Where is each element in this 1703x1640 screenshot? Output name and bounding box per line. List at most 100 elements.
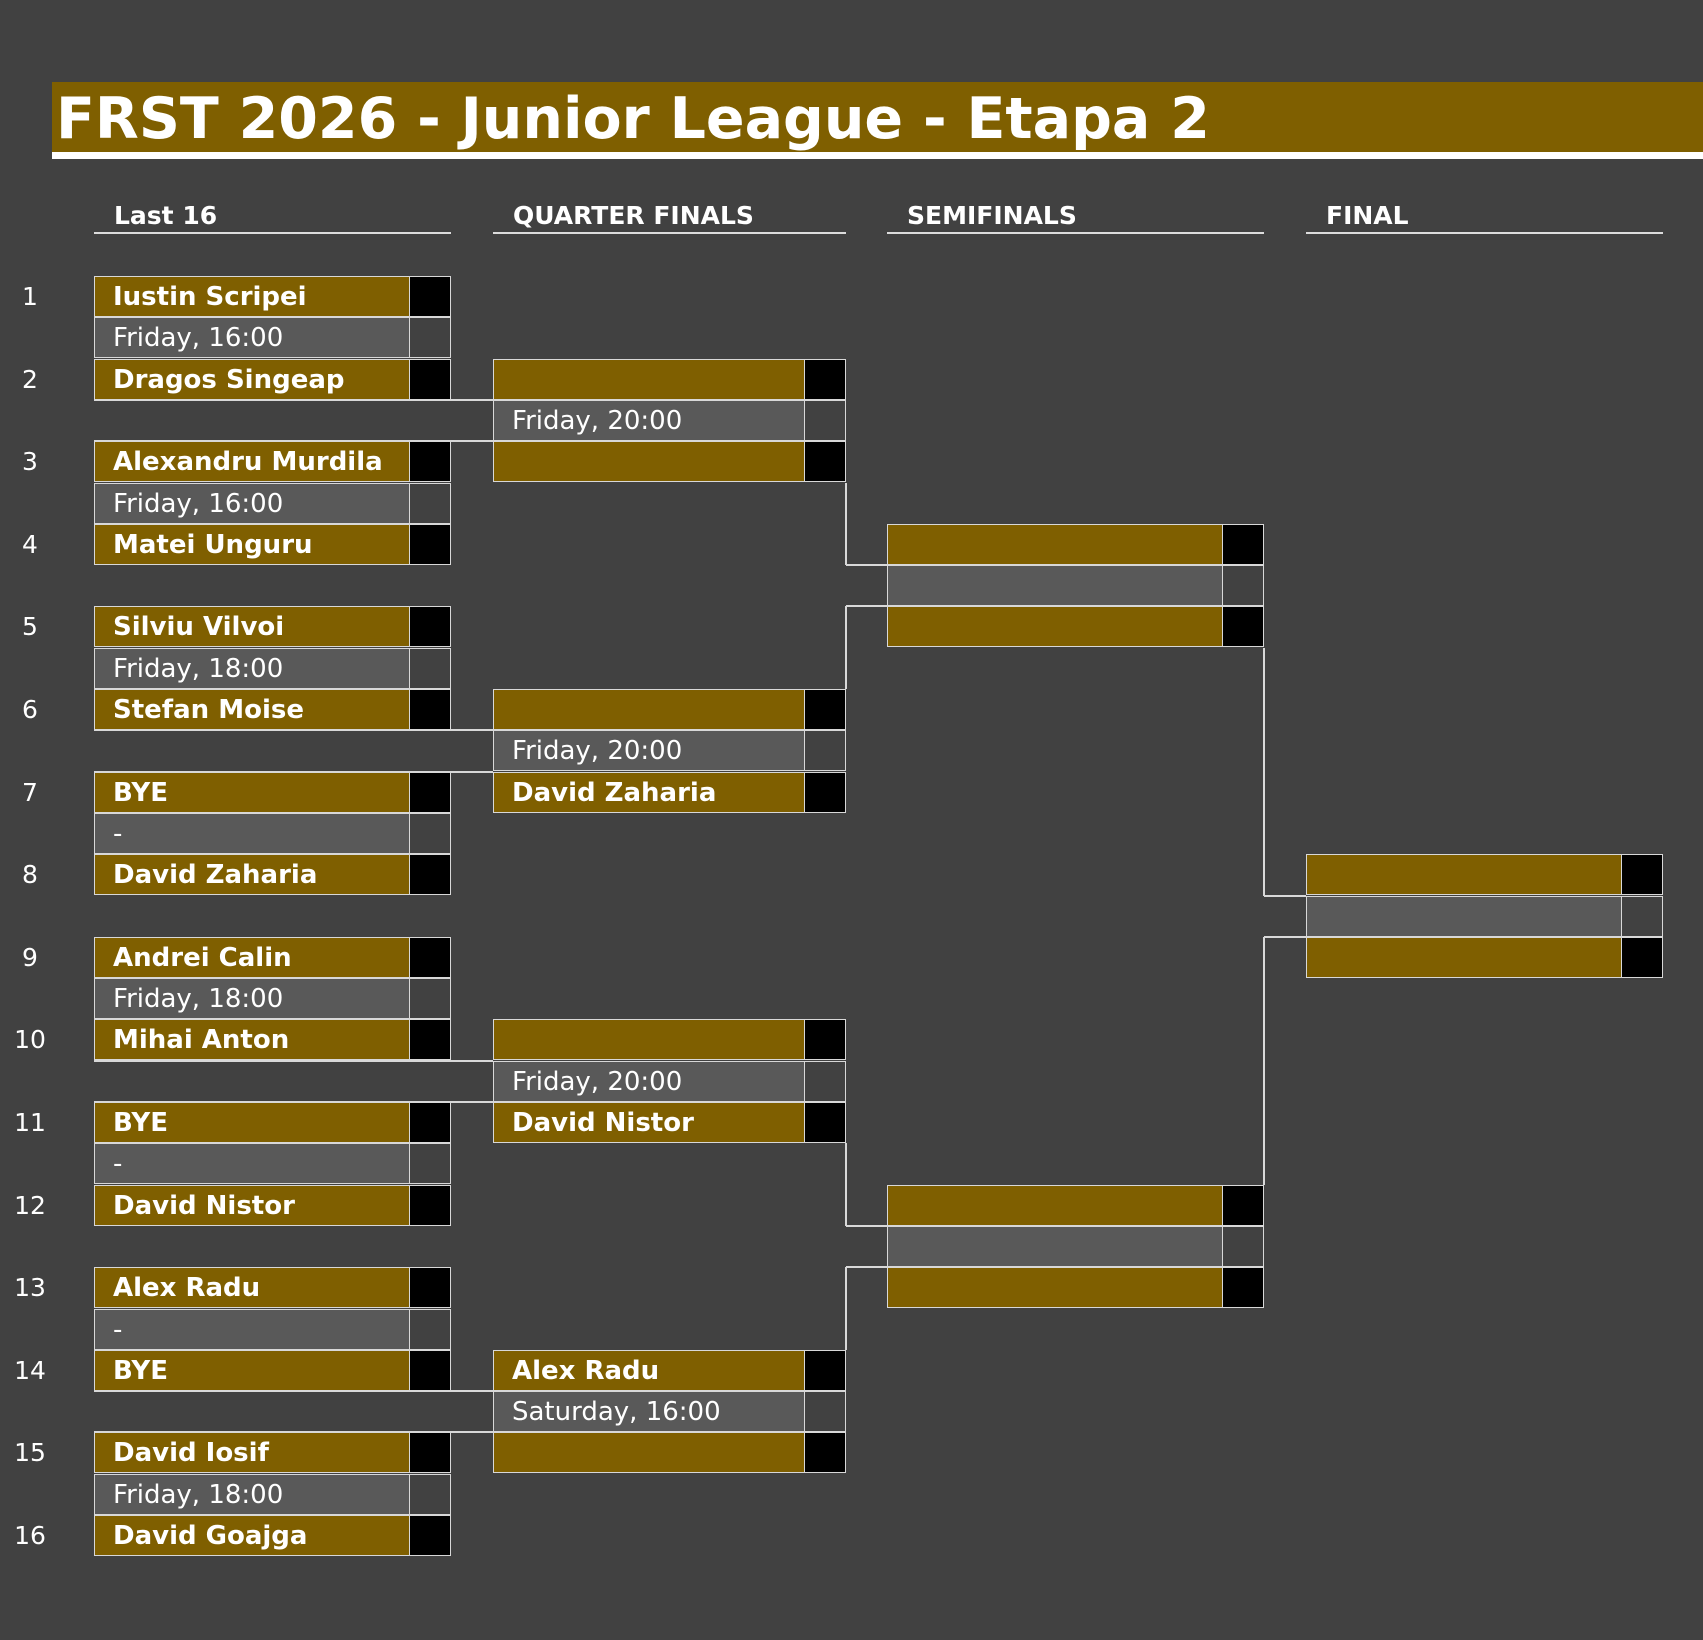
final-match-1-team-bottom[interactable] xyxy=(1306,936,1663,978)
last16-match-1-team-top[interactable]: Iustin Scripei xyxy=(94,276,451,317)
qf-match-2-time-score-box xyxy=(804,731,845,771)
last16-match-7-team-top-score-box[interactable] xyxy=(409,1268,450,1308)
last16-match-6-team-bottom[interactable]: David Nistor xyxy=(94,1184,451,1226)
last16-match-8-team-top-score-box[interactable] xyxy=(409,1433,450,1473)
qf-match-4-team-top[interactable]: Alex Radu xyxy=(493,1349,846,1391)
qf-match-3-team-top[interactable] xyxy=(493,1019,846,1061)
seed-number: 13 xyxy=(14,1273,46,1303)
last16-match-1-team-bottom-score-box[interactable] xyxy=(409,359,450,399)
last16-match-8-team-top[interactable]: David Iosif xyxy=(94,1432,451,1474)
last16-match-6-team-top[interactable]: BYE xyxy=(94,1102,451,1143)
qf-match-1-team-top-score-box[interactable] xyxy=(804,359,845,399)
final-match-1-team-top-score-box[interactable] xyxy=(1621,855,1662,895)
last16-match-7-time-score-box xyxy=(409,1309,450,1349)
qf-match-3-team-top-score-box[interactable] xyxy=(804,1020,845,1060)
last16-match-2-team-top[interactable]: Alexandru Murdila xyxy=(94,441,451,483)
qf-match-2-team-top[interactable] xyxy=(493,689,846,730)
last16-match-8-team-bottom[interactable]: David Goajga xyxy=(94,1515,451,1556)
last16-match-5-team-top-score-box[interactable] xyxy=(409,937,450,977)
sf-match-2-team-top[interactable] xyxy=(887,1184,1264,1226)
last16-match-3-team-top-label: Silviu Vilvoi xyxy=(113,612,285,643)
connector-last16-8 xyxy=(94,1431,493,1433)
last16-match-8-team-bottom-score-box[interactable] xyxy=(409,1516,450,1555)
last16-match-7-team-bottom[interactable]: BYE xyxy=(94,1349,451,1391)
last16-match-1-team-top-score-box[interactable] xyxy=(409,277,450,316)
final-match-1-time xyxy=(1306,895,1663,937)
last16-match-4-team-bottom[interactable]: David Zaharia xyxy=(94,854,451,896)
last16-match-3-team-bottom-label: Stefan Moise xyxy=(113,695,304,725)
final-match-1-team-bottom-score-box[interactable] xyxy=(1621,937,1662,977)
last16-match-1-time-score-box xyxy=(409,318,450,358)
qf-match-1-team-bottom[interactable] xyxy=(493,441,846,483)
connector-qf-1-horizontal xyxy=(846,564,887,566)
last16-match-3-team-top-score-box[interactable] xyxy=(409,607,450,647)
sf-match-1-time-score-box xyxy=(1222,566,1263,606)
last16-match-6-team-top-score-box[interactable] xyxy=(409,1103,450,1142)
qf-match-3-time: Friday, 20:00 xyxy=(493,1060,846,1102)
connector-qf-2-horizontal xyxy=(846,605,887,607)
last16-match-7-team-bottom-score-box[interactable] xyxy=(409,1350,450,1390)
last16-match-3-team-top[interactable]: Silviu Vilvoi xyxy=(94,606,451,648)
sf-match-1-team-top[interactable] xyxy=(887,523,1264,565)
qf-match-4-team-top-score-box[interactable] xyxy=(804,1350,845,1390)
sf-match-2-team-bottom[interactable] xyxy=(887,1267,1264,1309)
qf-match-3-team-bottom-label: David Nistor xyxy=(512,1108,694,1138)
qf-match-1-team-bottom-score-box[interactable] xyxy=(804,442,845,482)
last16-match-8-team-bottom-label: David Goajga xyxy=(113,1521,308,1551)
sf-match-1-time xyxy=(887,565,1264,607)
last16-match-7-team-top[interactable]: Alex Radu xyxy=(94,1267,451,1309)
qf-match-3-time-label: Friday, 20:00 xyxy=(512,1066,683,1097)
last16-match-4-team-top-label: BYE xyxy=(113,777,168,808)
last16-match-3-time-label: Friday, 18:00 xyxy=(113,653,284,684)
sf-match-1-team-top-score-box[interactable] xyxy=(1222,524,1263,564)
last16-match-5-team-bottom[interactable]: Mihai Anton xyxy=(94,1019,451,1061)
last16-match-2-team-top-score-box[interactable] xyxy=(409,442,450,482)
last16-match-1-team-bottom[interactable]: Dragos Singeap xyxy=(94,358,451,400)
seed-number: 2 xyxy=(22,364,38,394)
last16-match-4-team-bottom-score-box[interactable] xyxy=(409,855,450,895)
final-match-1-time-score-box xyxy=(1621,896,1662,936)
seed-number: 10 xyxy=(14,1025,46,1055)
qf-match-4-team-bottom[interactable] xyxy=(493,1432,846,1474)
last16-match-5-time: Friday, 18:00 xyxy=(94,978,451,1020)
last16-match-6-time-label: - xyxy=(113,1149,123,1180)
seed-number: 16 xyxy=(14,1521,46,1550)
sf-match-2-team-top-score-box[interactable] xyxy=(1222,1185,1263,1225)
last16-match-3-team-bottom[interactable]: Stefan Moise xyxy=(94,689,451,730)
last16-match-3-team-bottom-score-box[interactable] xyxy=(409,690,450,729)
last16-match-6-team-bottom-score-box[interactable] xyxy=(409,1185,450,1225)
qf-match-2-team-top-score-box[interactable] xyxy=(804,690,845,729)
connector-last16-7 xyxy=(94,1390,493,1392)
qf-match-4-team-top-label: Alex Radu xyxy=(512,1355,660,1386)
last16-match-2-team-bottom[interactable]: Matei Unguru xyxy=(94,523,451,565)
sf-match-1-team-bottom[interactable] xyxy=(887,606,1264,648)
qf-match-3-time-score-box xyxy=(804,1061,845,1101)
sf-match-2-team-bottom-score-box[interactable] xyxy=(1222,1268,1263,1308)
connector-sf-2-horizontal xyxy=(1264,936,1306,938)
qf-match-2-team-bottom-score-box[interactable] xyxy=(804,772,845,812)
last16-match-4-team-top-score-box[interactable] xyxy=(409,772,450,812)
last16-match-4-team-bottom-label: David Zaharia xyxy=(113,860,318,891)
last16-match-4-team-top[interactable]: BYE xyxy=(94,771,451,813)
qf-match-2-team-bottom-label: David Zaharia xyxy=(512,777,717,808)
qf-match-2-team-bottom[interactable]: David Zaharia xyxy=(493,771,846,813)
qf-match-4-team-bottom-score-box[interactable] xyxy=(804,1433,845,1473)
qf-match-4-time: Saturday, 16:00 xyxy=(493,1391,846,1433)
last16-match-2-team-bottom-score-box[interactable] xyxy=(409,524,450,564)
seed-number: 11 xyxy=(14,1108,46,1137)
qf-match-3-team-bottom-score-box[interactable] xyxy=(804,1103,845,1142)
final-match-1-team-top[interactable] xyxy=(1306,854,1663,896)
connector-qf-4-horizontal xyxy=(846,1266,887,1268)
last16-match-5-time-score-box xyxy=(409,979,450,1019)
sf-match-2-time xyxy=(887,1225,1264,1267)
last16-match-5-team-bottom-score-box[interactable] xyxy=(409,1020,450,1060)
last16-match-8-team-top-label: David Iosif xyxy=(113,1438,269,1469)
connector-qf-3-horizontal xyxy=(846,1225,887,1227)
seed-number: 7 xyxy=(22,777,38,807)
sf-match-1-team-bottom-score-box[interactable] xyxy=(1222,607,1263,647)
qf-match-1-team-top[interactable] xyxy=(493,358,846,400)
last16-match-5-team-top[interactable]: Andrei Calin xyxy=(94,936,451,978)
last16-match-1-time-label: Friday, 16:00 xyxy=(113,323,284,354)
qf-match-3-team-bottom[interactable]: David Nistor xyxy=(493,1102,846,1143)
